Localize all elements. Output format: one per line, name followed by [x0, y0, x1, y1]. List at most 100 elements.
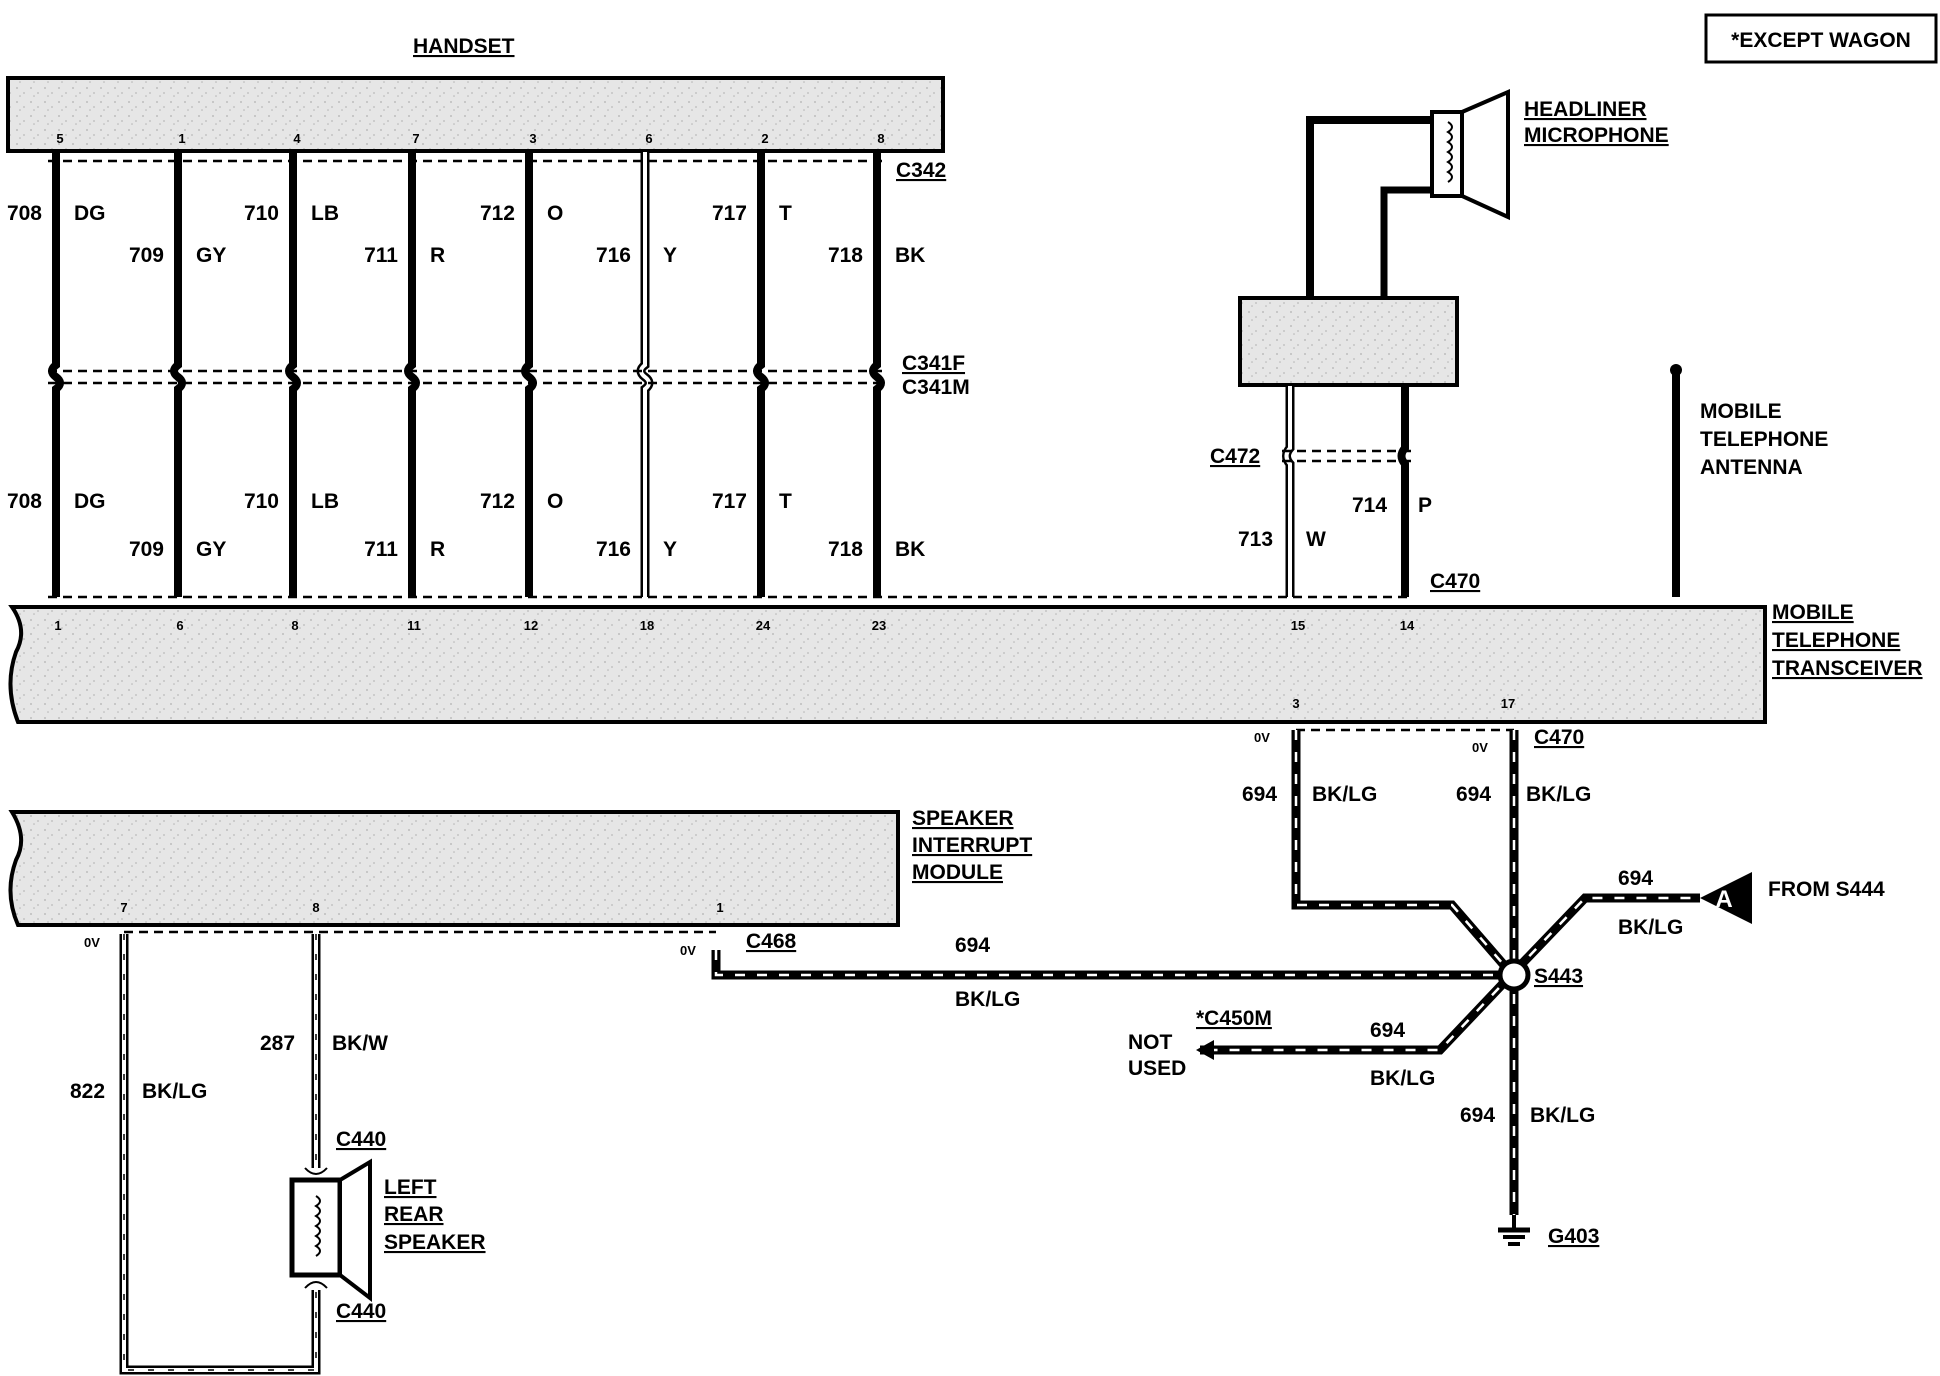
svg-text:MICROPHONE: MICROPHONE [1524, 124, 1669, 147]
c470-bottom-label: C470 [1534, 726, 1584, 749]
svg-text:ANTENNA: ANTENNA [1700, 456, 1803, 479]
g403-ground-icon [1498, 1215, 1530, 1246]
wire-label-color-710: LB [311, 202, 339, 225]
wire-label-color-709: GY [196, 244, 226, 267]
wire-713-color: W [1306, 528, 1326, 551]
handset-pin-7: 7 [412, 131, 419, 146]
handset-pin-2: 2 [761, 131, 768, 146]
wire-710 [285, 152, 301, 597]
wire-label-circuit-717-lower: 717 [712, 490, 747, 513]
transceiver-pin-15: 15 [1291, 618, 1305, 633]
wire-label-circuit-716-lower: 716 [596, 538, 631, 561]
transceiver-pin-6: 6 [176, 618, 183, 633]
svg-text:TRANSCEIVER: TRANSCEIVER [1772, 657, 1923, 680]
svg-text:SPEAKER: SPEAKER [912, 807, 1014, 830]
wire-708 [48, 152, 64, 597]
svg-text:BK/LG: BK/LG [1312, 783, 1377, 806]
transceiver-pin-11: 11 [407, 618, 421, 633]
s443-splice [1497, 958, 1531, 992]
svg-text:TELEPHONE: TELEPHONE [1772, 629, 1900, 652]
wire-label-color-716: Y [663, 244, 677, 267]
svg-text:694: 694 [1242, 783, 1277, 806]
left-rear-speaker-icon [289, 1177, 343, 1278]
svg-text:BK/LG: BK/LG [1530, 1104, 1595, 1127]
wire-label-circuit-718: 718 [828, 244, 863, 267]
svg-text:TELEPHONE: TELEPHONE [1700, 428, 1828, 451]
microphone-element [1430, 110, 1464, 198]
svg-text:NOT: NOT [1128, 1031, 1173, 1054]
svg-text:MOBILE: MOBILE [1700, 400, 1782, 423]
wire-822-color: BK/LG [142, 1080, 207, 1103]
microphone-horn [1460, 88, 1510, 221]
speaker-module-title: SPEAKER INTERRUPT MODULE [912, 807, 1032, 884]
wire-label-color-712-lower: O [547, 490, 563, 513]
wire-709 [170, 152, 186, 597]
speaker-labels: 822 BK/LG 287 BK/W C440 C440 LEFT REAR S… [70, 1032, 486, 1323]
wire-label-circuit-712-lower: 712 [480, 490, 515, 513]
handset-pin-5: 5 [56, 131, 63, 146]
wire-label-color-712: O [547, 202, 563, 225]
g403-label: G403 [1548, 1225, 1599, 1248]
svg-text:BK/LG: BK/LG [1526, 783, 1591, 806]
wire-label-color-718: BK [895, 244, 925, 267]
svg-text:0V: 0V [680, 943, 696, 958]
svg-text:1: 1 [716, 900, 723, 915]
svg-text:REAR: REAR [384, 1203, 444, 1226]
wire-711 [404, 152, 420, 597]
svg-text:MOBILE: MOBILE [1772, 601, 1854, 624]
except-wagon-text: *EXCEPT WAGON [1731, 29, 1911, 52]
wire-718 [869, 152, 885, 597]
svg-text:BK/LG: BK/LG [1370, 1067, 1435, 1090]
handset-title: HANDSET [413, 35, 515, 58]
c341f-label: C341F [902, 352, 965, 375]
ground-labels: 3 17 0V 0V C470 694 BK/LG 694 BK/LG 694 … [955, 696, 1885, 1248]
wire-label-circuit-710: 710 [244, 202, 279, 225]
wire-label-circuit-716: 716 [596, 244, 631, 267]
s443-label: S443 [1534, 965, 1583, 988]
svg-text:17: 17 [1501, 696, 1515, 711]
handset-pin-1: 1 [178, 131, 185, 146]
svg-text:694: 694 [1370, 1019, 1405, 1042]
wire-714-color: P [1418, 494, 1432, 517]
wire-label-circuit-712: 712 [480, 202, 515, 225]
wire-label-color-718-lower: BK [895, 538, 925, 561]
wire-label-circuit-708: 708 [7, 202, 42, 225]
microphone-title: HEADLINER MICROPHONE [1524, 98, 1669, 147]
wire-713-circuit: 713 [1238, 528, 1273, 551]
except-wagon-note: *EXCEPT WAGON [1704, 13, 1938, 64]
svg-text:SPEAKER: SPEAKER [384, 1231, 486, 1254]
microphone-assembly: C472 713 W 714 P C470 [1210, 88, 1510, 597]
svg-text:0V: 0V [1254, 730, 1270, 745]
transceiver-pin-23: 23 [872, 618, 886, 633]
wire-label-color-717-lower: T [779, 490, 792, 513]
transceiver-box [8, 605, 1767, 724]
svg-text:HEADLINER: HEADLINER [1524, 98, 1647, 121]
speaker-wiring [119, 934, 372, 1375]
wire-label-color-708-lower: DG [74, 490, 106, 513]
wire-label-color-711-lower: R [430, 538, 445, 561]
speaker-module-box [8, 810, 900, 927]
handset-pin-3: 3 [529, 131, 536, 146]
svg-text:BK/LG: BK/LG [955, 988, 1020, 1011]
transceiver-pin-18: 18 [640, 618, 654, 633]
ground-network: A [711, 728, 1752, 1246]
transceiver-pin-24: 24 [756, 618, 771, 633]
s444-marker [1700, 872, 1752, 924]
handset-pin-8: 8 [877, 131, 884, 146]
transceiver-pin-12: 12 [524, 618, 538, 633]
wire-label-circuit-711-lower: 711 [364, 538, 398, 561]
c341m-label: C341M [902, 376, 970, 399]
svg-text:8: 8 [312, 900, 319, 915]
svg-text:0V: 0V [84, 935, 100, 950]
wire-label-circuit-708-lower: 708 [7, 490, 42, 513]
wire-822-circuit: 822 [70, 1080, 105, 1103]
transceiver-pin-14: 14 [1400, 618, 1415, 633]
wire-label-circuit-711: 711 [364, 244, 398, 267]
wire-label-color-709-lower: GY [196, 538, 226, 561]
svg-text:MODULE: MODULE [912, 861, 1003, 884]
svg-text:694: 694 [1460, 1104, 1495, 1127]
wire-label-circuit-709-lower: 709 [129, 538, 164, 561]
wire-label-color-711: R [430, 244, 445, 267]
